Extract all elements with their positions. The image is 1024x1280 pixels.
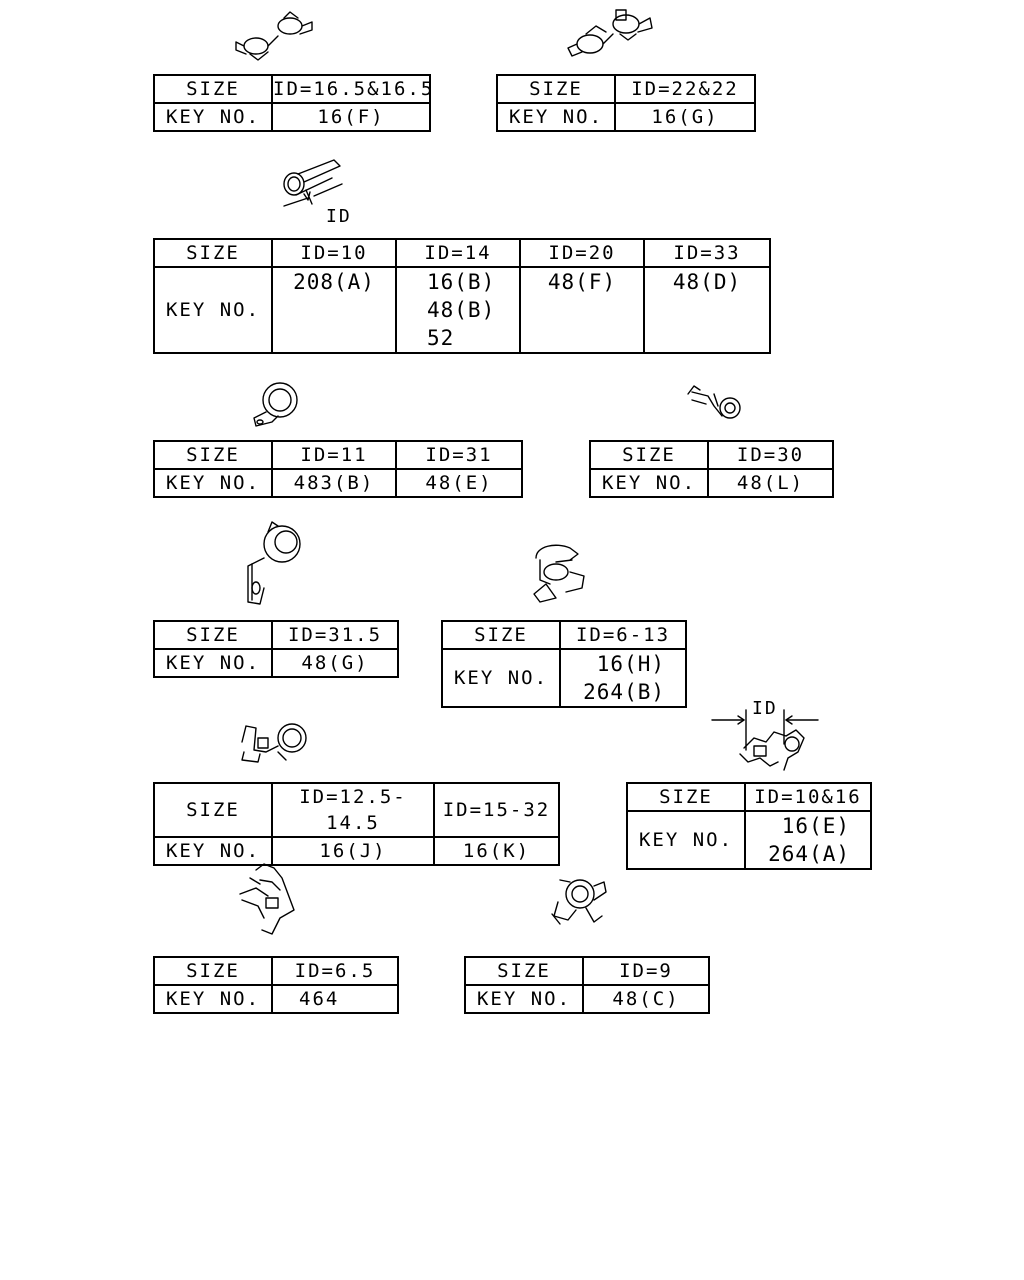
key-no-value: 16(F)	[271, 102, 431, 132]
part-table-9: SIZE ID=10&16 KEY NO. 16(E) 264(A)	[626, 782, 872, 870]
key-no-value: 208(A)	[293, 270, 375, 294]
key-no-label: KEY NO.	[153, 468, 273, 498]
key-no-cell: 208(A)	[271, 266, 397, 354]
size-label: SIZE	[153, 238, 273, 268]
key-no-cell: 48(F)	[519, 266, 645, 354]
size-value: ID=12.5-14.5	[271, 782, 435, 838]
size-value: ID=20	[519, 238, 645, 268]
key-no-value: 16(H)	[596, 652, 665, 676]
key-no-value: 48(F)	[547, 270, 617, 294]
spring-clip-illustration	[241, 723, 307, 763]
small-clip-illustration	[687, 385, 741, 419]
key-no-value: 48(G)	[271, 648, 399, 678]
double-hose-clamp-illustration	[235, 11, 313, 61]
key-no-value: 16(G)	[614, 102, 756, 132]
key-no-label: KEY NO.	[153, 984, 273, 1014]
key-no-value: 48(E)	[395, 468, 523, 498]
key-no-label: KEY NO.	[626, 810, 746, 870]
key-no-value: 52	[427, 326, 455, 350]
double-hose-clamp-large-illustration	[567, 9, 653, 57]
key-no-cell: 16(H) 264(B)	[559, 648, 687, 708]
key-no-label: KEY NO.	[153, 266, 273, 354]
size-value: ID=31	[395, 440, 523, 470]
key-no-label: KEY NO.	[589, 468, 709, 498]
part-table-6: SIZE ID=31.5 KEY NO. 48(G)	[153, 620, 399, 678]
size-value: ID=11	[271, 440, 397, 470]
size-value: ID=6.5	[271, 956, 399, 986]
key-no-value: 483(B)	[271, 468, 397, 498]
size-label: SIZE	[626, 782, 746, 812]
key-no-cell: 16(B) 48(B) 52	[395, 266, 521, 354]
p-clamp-illustration	[253, 382, 298, 427]
key-no-value: 264(A)	[768, 842, 850, 866]
size-value: ID=6-13	[559, 620, 687, 650]
size-label: SIZE	[464, 956, 584, 986]
size-label: SIZE	[441, 620, 561, 650]
key-no-label: KEY NO.	[153, 648, 273, 678]
part-table-2: SIZE ID=22&22 KEY NO. 16(G)	[496, 74, 756, 132]
key-no-value: 16(K)	[433, 836, 560, 866]
part-table-7: SIZE ID=6-13 KEY NO. 16(H) 264(B)	[441, 620, 687, 708]
key-no-value: 264(B)	[583, 680, 665, 704]
key-no-value: 16(E)	[781, 814, 850, 838]
part-table-1: SIZE ID=16.5&16.5 KEY NO. 16(F)	[153, 74, 432, 132]
id-dimension-label: ID	[326, 206, 352, 227]
part-table-5: SIZE ID=30 KEY NO. 48(L)	[589, 440, 834, 498]
size-label: SIZE	[153, 74, 273, 104]
hook-clip-illustration	[533, 544, 585, 603]
size-label: SIZE	[153, 440, 273, 470]
multi-arm-clip-illustration	[239, 863, 295, 935]
size-label: SIZE	[153, 620, 273, 650]
size-value: ID=30	[707, 440, 834, 470]
key-no-label: KEY NO.	[496, 102, 616, 132]
part-table-10: SIZE ID=6.5 KEY NO. 464	[153, 956, 399, 1014]
size-value: ID=10	[271, 238, 397, 268]
part-table-11: SIZE ID=9 KEY NO. 48(C)	[464, 956, 710, 1014]
id-dimension-label-2: ID	[752, 698, 778, 719]
key-no-value: 16(B)	[427, 270, 496, 294]
part-table-8: SIZE ID=12.5-14.5 ID=15-32 KEY NO. 16(J)…	[153, 782, 560, 866]
size-value: ID=9	[582, 956, 710, 986]
bracket-clamp-illustration	[247, 521, 301, 605]
key-no-label: KEY NO.	[464, 984, 584, 1014]
size-label: SIZE	[153, 782, 273, 838]
key-no-label: KEY NO.	[153, 102, 273, 132]
key-no-label: KEY NO.	[441, 648, 561, 708]
push-clip-illustration	[551, 879, 607, 925]
band-clamp-illustration	[283, 159, 343, 207]
part-table-4: SIZE ID=11 ID=31 KEY NO. 483(B) 48(E)	[153, 440, 523, 498]
size-value: ID=33	[643, 238, 771, 268]
spring-clip-dimensioned-illustration	[711, 709, 819, 771]
size-value: ID=16.5&16.5	[271, 74, 432, 104]
key-no-cell: 16(E) 264(A)	[744, 810, 872, 870]
part-table-3: SIZE ID=10 ID=14 ID=20 ID=33 KEY NO. 208…	[153, 238, 771, 354]
key-no-value: 48(L)	[707, 468, 834, 498]
key-no-value: 48(D)	[672, 270, 742, 294]
size-value: ID=14	[395, 238, 521, 268]
key-no-value: 16(J)	[271, 836, 435, 866]
key-no-value: 48(B)	[427, 298, 496, 322]
size-value: ID=31.5	[271, 620, 399, 650]
size-value: ID=15-32	[433, 782, 560, 838]
key-no-value: 464	[271, 984, 399, 1014]
size-value: ID=10&16	[744, 782, 872, 812]
key-no-value: 48(C)	[582, 984, 710, 1014]
size-label: SIZE	[589, 440, 709, 470]
size-label: SIZE	[153, 956, 273, 986]
size-value: ID=22&22	[614, 74, 756, 104]
key-no-cell: 48(D)	[643, 266, 771, 354]
key-no-label: KEY NO.	[153, 836, 273, 866]
size-label: SIZE	[496, 74, 616, 104]
